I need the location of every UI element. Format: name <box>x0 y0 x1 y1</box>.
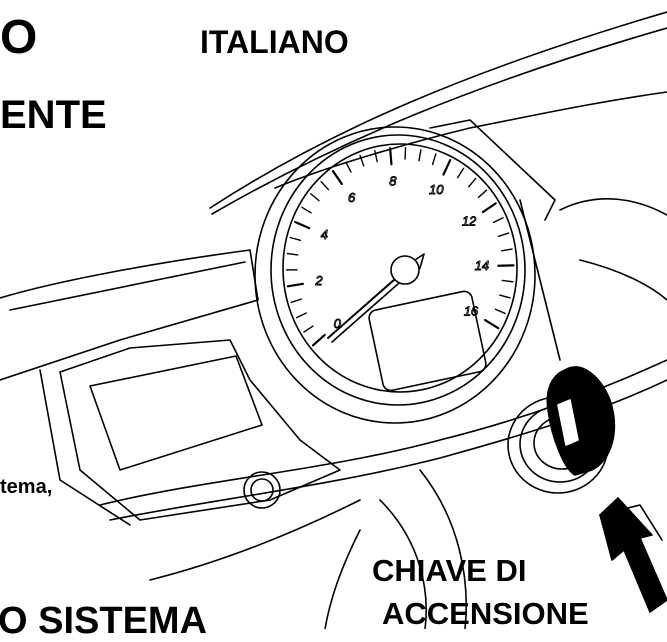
tachometer-tick <box>287 254 297 255</box>
tachometer-tick <box>495 309 505 313</box>
tachometer-tick <box>502 249 512 251</box>
tachometer-tick <box>297 313 307 318</box>
tachometer-tick <box>313 335 325 345</box>
tachometer-tick <box>485 320 498 328</box>
tachometer-tick-label: 16 <box>464 303 479 318</box>
tachometer-tick <box>346 162 351 172</box>
pointer-arrow <box>600 498 667 612</box>
tachometer-tick <box>433 154 436 165</box>
tachometer-tick <box>443 160 450 174</box>
tachometer-tick-label: 12 <box>462 213 477 228</box>
handlebar-line-2 <box>380 500 426 629</box>
tachometer-tick-label: 8 <box>389 174 397 189</box>
tachometer-tick <box>290 238 300 241</box>
indicator-lamp <box>244 472 280 508</box>
left-panel-outline <box>0 250 258 380</box>
fairing-top-line <box>210 12 667 208</box>
tachometer-tick <box>311 194 319 201</box>
tachometer-tick <box>479 190 487 197</box>
tachometer-tick <box>291 299 301 302</box>
tachometer-tick <box>494 218 504 223</box>
tachometer-tick <box>295 222 309 228</box>
display-window <box>90 356 262 470</box>
tachometer-tick <box>500 295 510 298</box>
tachometer-tick <box>302 207 311 213</box>
tachometer-tick <box>419 150 421 161</box>
tachometer-tick <box>405 148 406 159</box>
tachometer-tick-label: 4 <box>321 227 328 242</box>
handlebar-line-3 <box>325 530 360 629</box>
tachometer-tick <box>502 280 512 281</box>
lower-curve-3 <box>150 500 360 580</box>
housing-lower <box>60 340 340 520</box>
tachometer-tick <box>390 148 391 164</box>
tachometer-tick-label: 6 <box>348 190 356 205</box>
tachometer-tick <box>321 182 328 190</box>
tachometer-tick <box>469 178 476 186</box>
tachometer-tick <box>458 168 464 177</box>
tachometer-tick <box>304 326 313 332</box>
tachometer-needle <box>328 272 403 338</box>
tachometer-tick-label: 14 <box>475 258 489 273</box>
tachometer-tick <box>288 284 303 286</box>
ignition-key <box>547 367 614 475</box>
right-fairing-3 <box>580 260 667 300</box>
tachometer-tick <box>483 203 496 212</box>
tachometer-tick <box>499 233 509 236</box>
tachometer-tick-label: 2 <box>314 273 323 288</box>
tachometer-tick-label: 10 <box>429 182 444 197</box>
right-fairing-1 <box>560 199 667 215</box>
tachometer-tick <box>333 171 342 184</box>
